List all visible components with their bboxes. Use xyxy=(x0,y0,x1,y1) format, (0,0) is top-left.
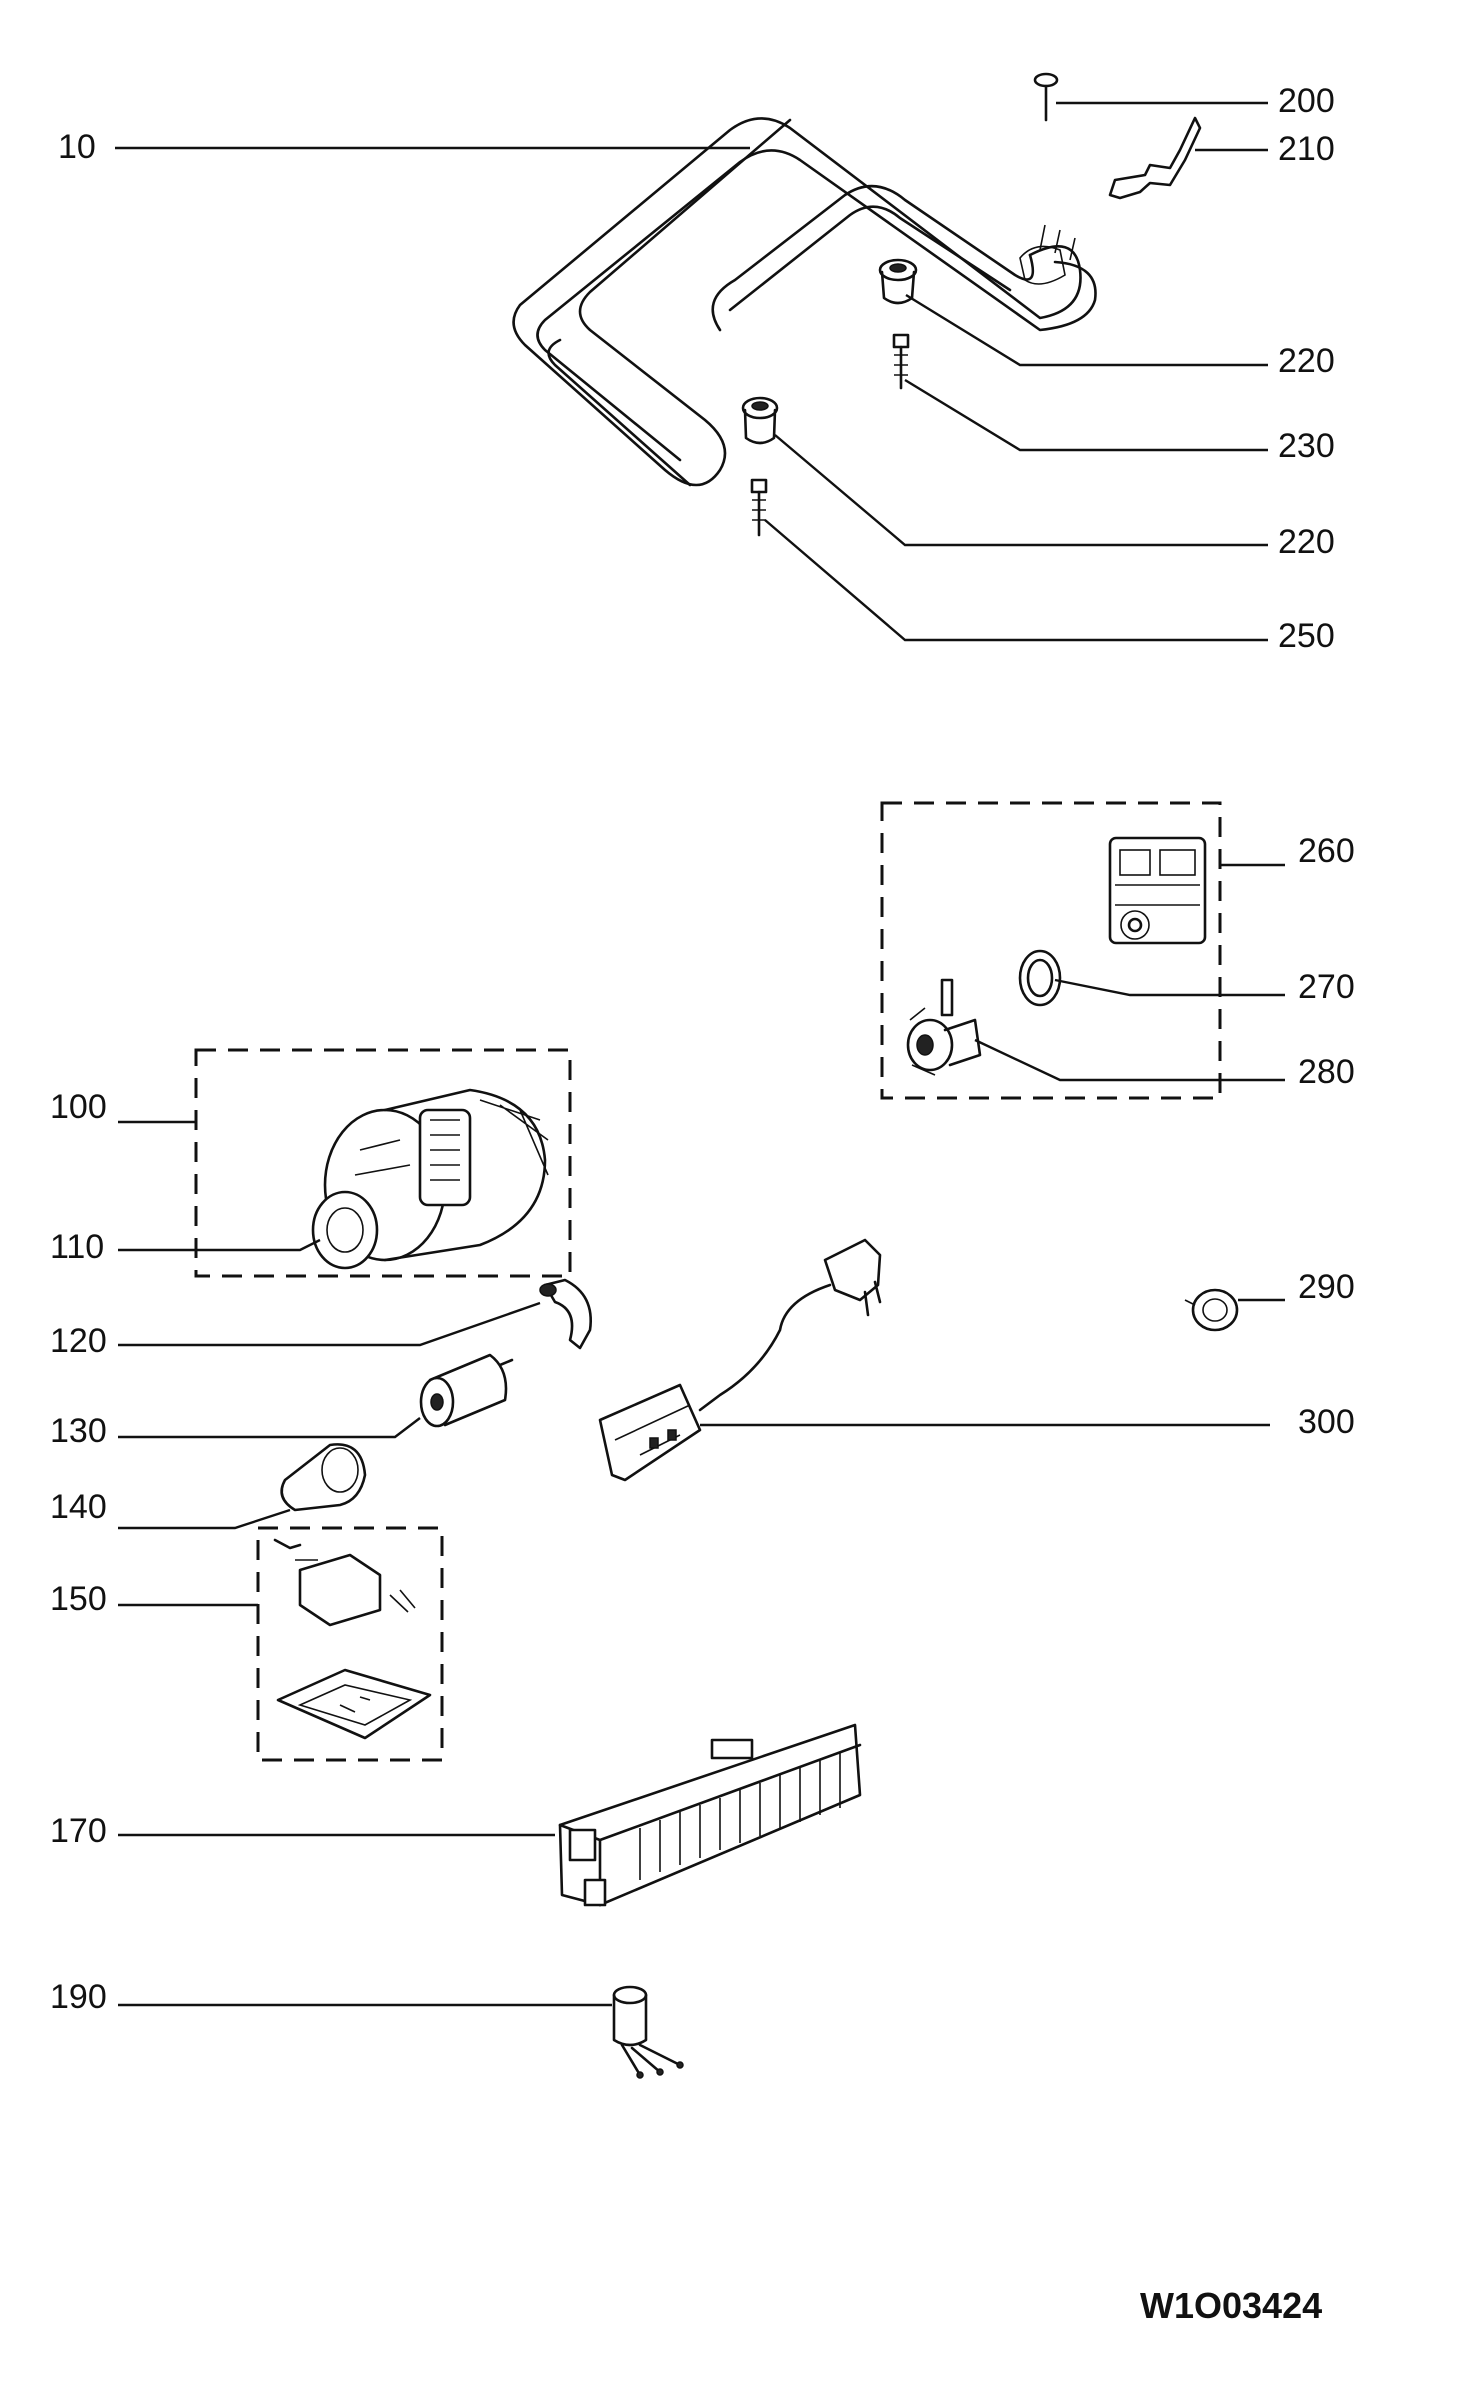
heating-element-10 xyxy=(512,117,1097,487)
leader-280 xyxy=(974,1038,1285,1082)
pressure-chamber-280 xyxy=(906,978,982,1076)
label-260: 260 xyxy=(1298,832,1355,870)
leader-140 xyxy=(118,1508,291,1530)
leader-130 xyxy=(118,1417,421,1439)
motor-130 xyxy=(419,1353,514,1428)
label-250: 250 xyxy=(1278,617,1335,655)
leader-110 xyxy=(118,1238,321,1252)
assembly-box-100 xyxy=(194,1048,572,1278)
label-110: 110 xyxy=(50,1228,104,1266)
clip-210 xyxy=(1108,116,1202,200)
label-130: 130 xyxy=(50,1412,107,1450)
label-150: 150 xyxy=(50,1580,107,1618)
label-120: 120 xyxy=(50,1322,107,1360)
label-140: 140 xyxy=(50,1488,107,1526)
leader-220-lower xyxy=(774,434,1268,547)
label-100: 100 xyxy=(50,1088,107,1126)
capacitor-190 xyxy=(612,1985,684,2079)
label-230: 230 xyxy=(1278,427,1335,465)
control-module-170 xyxy=(558,1723,862,1907)
clamp-120 xyxy=(539,1278,592,1350)
assembly-box-260 xyxy=(880,801,1222,1100)
label-300: 300 xyxy=(1298,1403,1355,1441)
pressure-switch-260 xyxy=(1108,836,1207,945)
label-200: 200 xyxy=(1278,82,1335,120)
leader-120 xyxy=(118,1301,541,1347)
label-270: 270 xyxy=(1298,968,1355,1006)
grommet-220-lower xyxy=(741,396,779,445)
sensor-290 xyxy=(1184,1288,1239,1332)
label-10: 10 xyxy=(58,128,96,166)
grommet-220-upper xyxy=(878,258,918,305)
label-220-lower: 220 xyxy=(1278,523,1335,561)
label-220-upper: 220 xyxy=(1278,342,1335,380)
leader-230 xyxy=(904,378,1268,452)
cap-140 xyxy=(280,1443,367,1512)
bolt-230 xyxy=(892,333,910,390)
label-170: 170 xyxy=(50,1812,107,1850)
diagram-code: W1O03424 xyxy=(1140,2285,1322,2326)
label-190: 190 xyxy=(50,1978,107,2016)
circulation-pump-110 xyxy=(311,1088,549,1270)
screw-200 xyxy=(1033,72,1059,122)
leader-270 xyxy=(1054,978,1285,997)
assembly-box-150 xyxy=(256,1526,444,1762)
label-280: 280 xyxy=(1298,1053,1355,1091)
label-290: 290 xyxy=(1298,1268,1355,1306)
mains-cable-300 xyxy=(598,1238,882,1482)
leader-250 xyxy=(764,519,1268,642)
heater-assembly-150 xyxy=(273,1538,432,1740)
label-210: 210 xyxy=(1278,130,1335,168)
leader-220-upper xyxy=(905,293,1268,367)
seal-ring-270 xyxy=(1018,949,1062,1007)
bolt-250 xyxy=(750,478,768,537)
